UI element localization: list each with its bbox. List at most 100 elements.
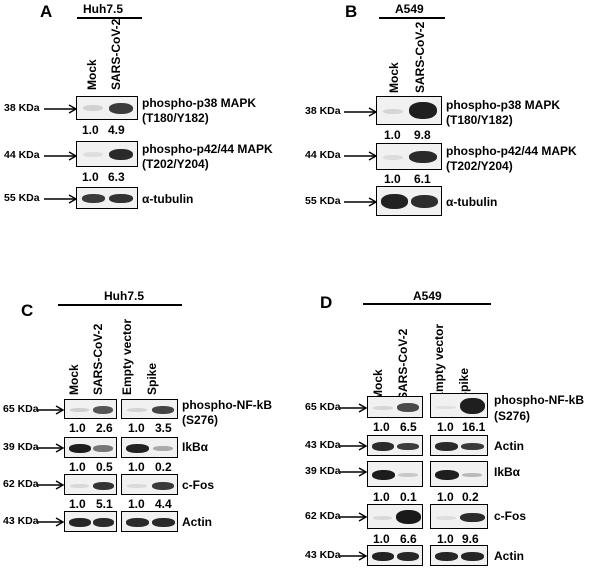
blot-strip [430,545,488,566]
protein-label: Actin [494,549,524,563]
blot-strip [367,435,423,456]
blot-strip [64,511,117,532]
band [435,552,458,561]
band [153,446,173,451]
quant-value: 1.0 [437,490,454,504]
blot-strip [121,474,178,495]
quant-value: 6.1 [414,172,431,186]
quant-value: 2.6 [96,421,113,435]
band [93,445,113,452]
lane-label: SARS-CoV-2 [109,18,123,90]
blot-strip [376,96,442,125]
band [409,102,437,119]
band [109,194,133,203]
band [126,444,149,453]
band [152,482,174,490]
band [372,552,394,561]
quant-value: 1.0 [384,128,401,142]
band [152,406,174,414]
panel-letter: A [40,2,53,21]
blot-strip [121,399,178,419]
arrow-icon [37,517,65,527]
lane-label: Spike [145,362,159,395]
mw-label: 44 KDa [305,149,341,161]
quant-value: 1.0 [69,460,86,474]
band [83,105,103,111]
protein-label: (S276) [494,409,531,423]
band [69,444,91,453]
band [397,443,419,450]
band [152,518,175,527]
lane-label: Mock [67,364,81,395]
cell-line-bar [58,304,182,306]
quant-value: 16.1 [462,420,486,434]
quant-value: 6.5 [400,420,417,434]
quant-value: 1.0 [373,532,390,546]
band [436,516,456,520]
mw-label: 55 KDa [305,195,341,207]
blot-strip [367,504,423,529]
lane-label: Mock [387,62,401,93]
band [383,109,403,114]
band [461,552,484,561]
blot-strip [376,143,442,170]
protein-label: c-Fos [494,509,527,523]
quant-value: 1.0 [437,532,454,546]
blot-strip [430,504,488,529]
cell-line-bar [77,17,142,19]
band [461,443,484,450]
quant-value: 1.0 [384,172,401,186]
panel-letter: D [320,293,333,312]
band [70,484,89,488]
quant-value: 1.0 [82,170,99,184]
protein-label: phospho-p38 MAPK [142,96,256,110]
cell-line-label: A549 [395,2,424,16]
mw-label: 43 KDa [305,439,341,451]
quant-value: 9.6 [462,532,479,546]
band [82,194,105,203]
lane-label: Mock [85,59,99,90]
blot-strip [430,393,488,418]
arrow-icon [37,443,65,453]
protein-label: Actin [182,515,212,529]
protein-label: IkBα [182,440,209,454]
protein-label: (S276) [182,413,219,427]
quant-value: 4.9 [108,123,125,137]
mw-label: 55 KDa [4,192,40,204]
protein-label: c-Fos [182,478,215,492]
blot-strip [430,435,488,456]
arrow-icon [344,197,378,207]
band [109,103,133,114]
cell-line-bar [379,17,445,19]
mw-label: 44 KDa [4,149,40,161]
arrow-icon [344,107,378,117]
quant-value: 1.0 [128,460,145,474]
blot-strip [367,396,423,418]
band [381,194,408,209]
protein-label: phospho-NF-kB [182,398,272,412]
lane-label: SARS-CoV-2 [91,323,105,395]
band [372,442,394,451]
band [398,473,418,477]
protein-label: (T180/Y182) [446,113,513,127]
panel-letter: C [21,301,34,320]
mw-label: 39 KDa [305,465,341,477]
blot-strip [430,461,488,487]
quant-value: 6.3 [108,170,125,184]
quant-value: 6.6 [400,532,417,546]
band [70,408,89,412]
cell-line-label: Huh7.5 [104,289,145,303]
cell-line-bar [363,303,491,305]
mw-label: 38 KDa [4,102,40,114]
quant-value: 1.0 [69,421,86,435]
band [373,516,392,520]
blot-strip [367,545,423,566]
arrow-icon [44,151,78,161]
lane-label: SARS-CoV-2 [396,328,410,400]
cell-line-label: A549 [413,289,442,303]
mw-label: 62 KDa [305,510,341,522]
band [126,518,149,527]
lane-label: Empty vector [120,318,134,395]
band [93,482,114,490]
